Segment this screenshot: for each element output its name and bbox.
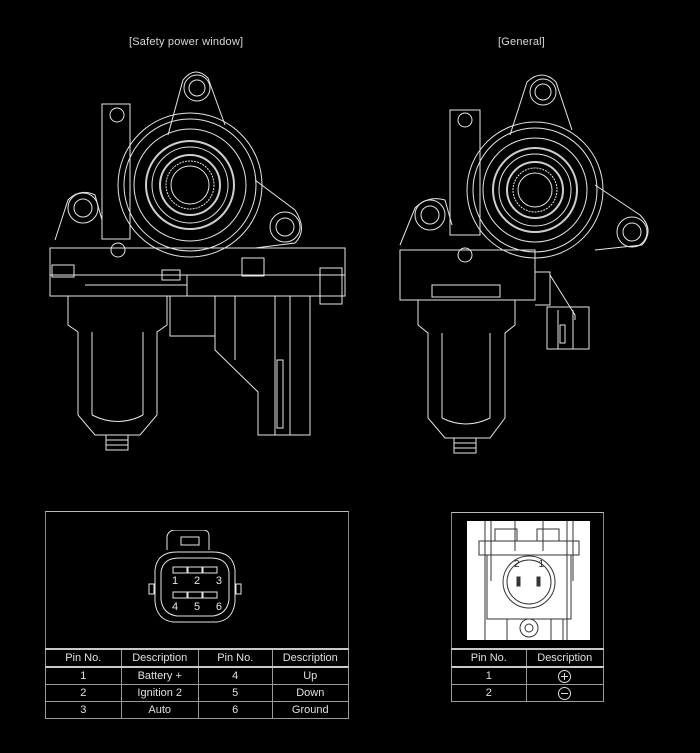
general-connector-panel	[451, 512, 604, 702]
pin-no: 1	[451, 666, 527, 685]
table-row: 3 Auto 6 Ground	[45, 701, 350, 719]
pin-label-3: 3	[215, 575, 222, 587]
pin-no: 4	[197, 666, 273, 685]
header-pin-no: Pin No.	[45, 648, 122, 668]
table-row: 2 Ignition 2 5 Down	[45, 684, 350, 702]
safety-pin-table: Pin No. Description Pin No. Description …	[45, 648, 350, 719]
header-description-2: Description	[271, 648, 350, 668]
safety-window-title: [Safety power window]	[129, 36, 244, 48]
pin-description: Up	[271, 666, 350, 685]
table-header-row: Pin No. Description Pin No. Description	[45, 648, 350, 668]
pin-no: 3	[45, 701, 122, 719]
pin-label-6: 6	[215, 601, 222, 613]
general-motor-drawing	[390, 60, 670, 460]
pin-label-1: 1	[538, 559, 544, 570]
header-pin-no-2: Pin No.	[197, 648, 273, 668]
table-row: 1	[451, 666, 605, 685]
table-header-row: Pin No. Description	[451, 648, 605, 668]
pin-no: 5	[197, 684, 273, 702]
table-row: 2	[451, 684, 605, 702]
pin-label-2: 2	[514, 559, 520, 570]
pin-description	[525, 684, 605, 702]
two-pin-connector-photo: 2 1	[467, 521, 590, 640]
plus-icon	[558, 669, 572, 683]
pin-description: Battery +	[120, 666, 199, 685]
header-pin-no: Pin No.	[451, 648, 527, 668]
pin-label-1: 1	[172, 575, 179, 587]
header-description: Description	[525, 648, 605, 668]
pin-description: Ground	[271, 701, 350, 719]
general-title: [General]	[498, 36, 546, 48]
pin-description	[525, 666, 605, 685]
pin-no: 1	[45, 666, 122, 685]
safety-motor-drawing	[40, 60, 360, 460]
pin-description: Ignition 2	[120, 684, 199, 702]
minus-icon	[558, 686, 572, 700]
pin-label-4: 4	[172, 601, 179, 613]
table-row: 1 Battery + 4 Up	[45, 666, 350, 685]
pin-no: 6	[197, 701, 273, 719]
general-pin-table: Pin No. Description 1 2	[451, 648, 605, 702]
six-pin-connector-face: 1 2 3 4 5 6	[147, 529, 247, 631]
pin-no: 2	[45, 684, 122, 702]
pin-description: Down	[271, 684, 350, 702]
pin-no: 2	[451, 684, 527, 702]
pin-label-5: 5	[193, 601, 201, 613]
header-description: Description	[120, 648, 199, 668]
pin-label-2: 2	[193, 575, 201, 587]
safety-connector-panel	[45, 511, 349, 719]
pin-description: Auto	[120, 701, 199, 719]
